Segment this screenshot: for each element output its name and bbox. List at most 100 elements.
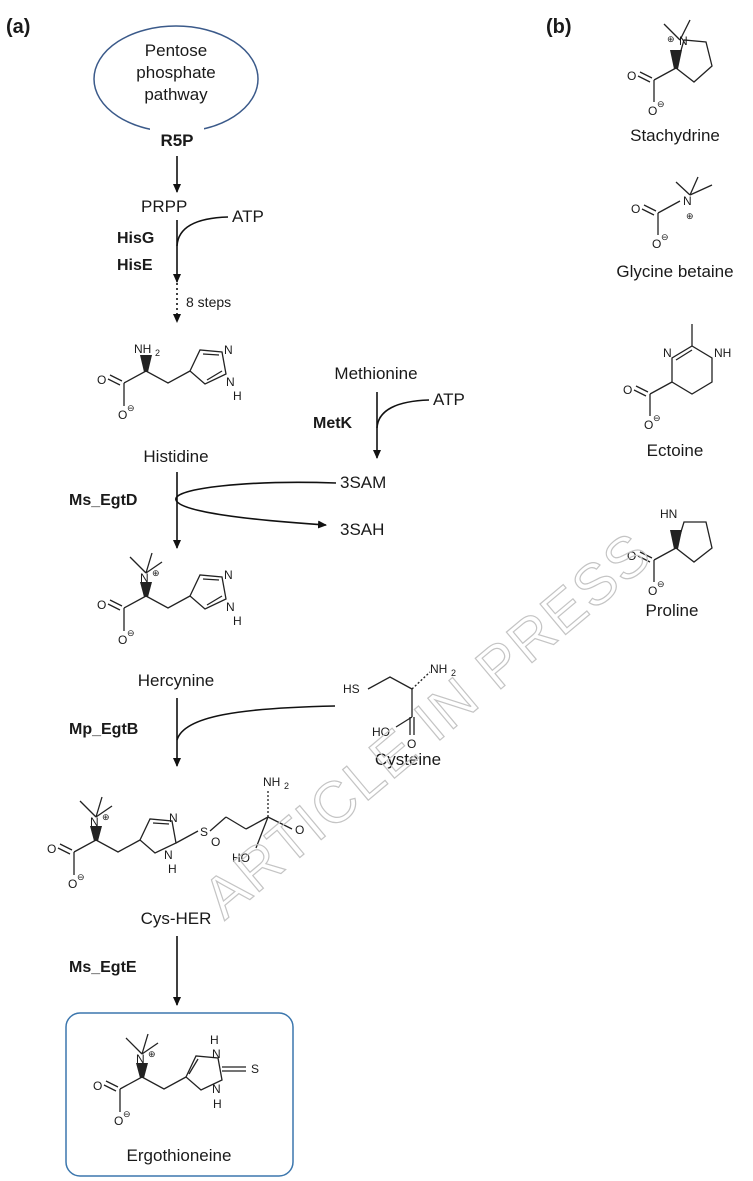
his-o1: O: [97, 373, 106, 387]
gly-plus: ⊕: [686, 211, 694, 221]
her-n: N: [140, 571, 149, 585]
his-nh: NH: [134, 342, 151, 356]
cysher-label: Cys-HER: [141, 909, 212, 928]
her-nh-ring: N: [226, 600, 235, 614]
atp-label-2: ATP: [433, 390, 465, 409]
her-n-ring: N: [224, 568, 233, 582]
her-o2: O: [118, 633, 127, 647]
ergo-plus: ⊕: [148, 1049, 156, 1059]
stachydrine-structure: O O ⊖ N ⊕: [627, 19, 713, 118]
histidine-structure: O O ⊖ NH 2 N N H: [97, 342, 242, 422]
pro-hn: HN: [660, 507, 677, 521]
ergo-o2: O: [114, 1114, 123, 1128]
enzyme-metk: MetK: [313, 415, 353, 432]
cysteine-label: Cysteine: [375, 750, 441, 769]
cysher-s: S: [200, 825, 208, 839]
enzyme-egtb: Mp_EgtB: [69, 721, 138, 738]
cys-nh-sub: 2: [451, 668, 456, 678]
ppp-line-2: phosphate: [136, 63, 215, 82]
ergo-n-bottom: N: [212, 1082, 221, 1096]
cysher-n-ring: N: [169, 811, 178, 825]
ergo-n-top: N: [212, 1047, 221, 1061]
her-h: H: [233, 614, 242, 628]
stach-minus: ⊖: [657, 99, 665, 109]
enzyme-egtd: Ms_EgtD: [69, 492, 137, 509]
cys-ho: HO: [372, 725, 390, 739]
cysher-nh-sub: 2: [284, 781, 289, 791]
her-plus: ⊕: [152, 568, 160, 578]
cysher-minus: ⊖: [77, 872, 85, 882]
osmolyte-stachydrine: Stachydrine: [630, 126, 720, 145]
gly-o2: O: [652, 237, 661, 251]
watermark: ARTICLE IN PRESS: [191, 519, 664, 931]
cysteine-curve: [176, 705, 336, 741]
his-minus: ⊖: [127, 403, 135, 413]
cysher-plus: ⊕: [102, 812, 110, 822]
enzyme-hise: HisE: [117, 257, 153, 274]
stach-plus: ⊕: [667, 34, 675, 44]
panel-b-label: (b): [546, 16, 572, 38]
histidine-label: Histidine: [143, 447, 208, 466]
atp-curve-2: [376, 399, 430, 429]
cysher-n: N: [90, 815, 99, 829]
his-nh-ring: N: [226, 375, 235, 389]
osmolyte-ectoine: Ectoine: [647, 441, 704, 460]
his-nh-sub: 2: [155, 348, 160, 358]
panel-a-label: (a): [6, 16, 30, 38]
cysteine-structure: HS NH 2 HO O: [343, 662, 456, 751]
gly-minus: ⊖: [661, 232, 669, 242]
cysher-structure: O O ⊖ N ⊕ N N H S O NH 2 O HO: [47, 775, 304, 891]
cys-hs: HS: [343, 682, 360, 696]
osmolyte-proline: Proline: [646, 601, 699, 620]
atp-label-1: ATP: [232, 207, 264, 226]
proline-structure: O O ⊖ HN: [627, 507, 713, 598]
stach-n: N: [679, 34, 688, 48]
methionine-label: Methionine: [334, 364, 417, 383]
sah-label: 3SAH: [340, 520, 384, 539]
ect-o2: O: [644, 418, 653, 432]
glycine-betaine-structure: O O ⊖ N ⊕: [631, 176, 713, 251]
enzyme-egte: Ms_EgtE: [69, 959, 137, 976]
osmolyte-glycine-betaine: Glycine betaine: [616, 262, 733, 281]
pro-o1: O: [627, 549, 636, 563]
ergothioneine-label: Ergothioneine: [127, 1146, 232, 1165]
ergo-o1: O: [93, 1079, 102, 1093]
ect-o1: O: [623, 383, 632, 397]
cysher-h: H: [168, 862, 177, 876]
sam-sah-curve: [175, 481, 337, 529]
cysher-o-s: O: [211, 835, 220, 849]
cysher-nh: NH: [263, 775, 280, 789]
cysher-o-acid: O: [295, 823, 304, 837]
cys-nh: NH: [430, 662, 447, 676]
ergo-h-top: H: [210, 1033, 219, 1047]
hercynine-label: Hercynine: [138, 671, 215, 690]
stach-o1: O: [627, 69, 636, 83]
ppp-line-3: pathway: [144, 85, 208, 104]
her-o1: O: [97, 598, 106, 612]
ergo-h-bottom: H: [213, 1097, 222, 1111]
gly-o1: O: [631, 202, 640, 216]
ergothioneine-box: [65, 1012, 294, 1177]
his-h: H: [233, 389, 242, 403]
ect-minus: ⊖: [653, 413, 661, 423]
ergo-minus: ⊖: [123, 1109, 131, 1119]
pro-o2: O: [648, 584, 657, 598]
cysher-ho: HO: [232, 851, 250, 865]
her-minus: ⊖: [127, 628, 135, 638]
cys-o: O: [407, 737, 416, 751]
atp-curve-1: [176, 216, 229, 247]
enzyme-hisg: HisG: [117, 230, 154, 247]
ectoine-structure: O O ⊖ N NH: [623, 324, 731, 432]
ppp-line-1: Pentose: [145, 41, 207, 60]
cysher-o2: O: [68, 877, 77, 891]
ect-nh: NH: [714, 346, 731, 360]
his-n: N: [224, 343, 233, 357]
his-o2: O: [118, 408, 127, 422]
steps-label: 8 steps: [186, 294, 231, 310]
r5p-label: R5P: [160, 131, 193, 150]
stach-o2: O: [648, 104, 657, 118]
gly-n: N: [683, 194, 692, 208]
pro-minus: ⊖: [657, 579, 665, 589]
